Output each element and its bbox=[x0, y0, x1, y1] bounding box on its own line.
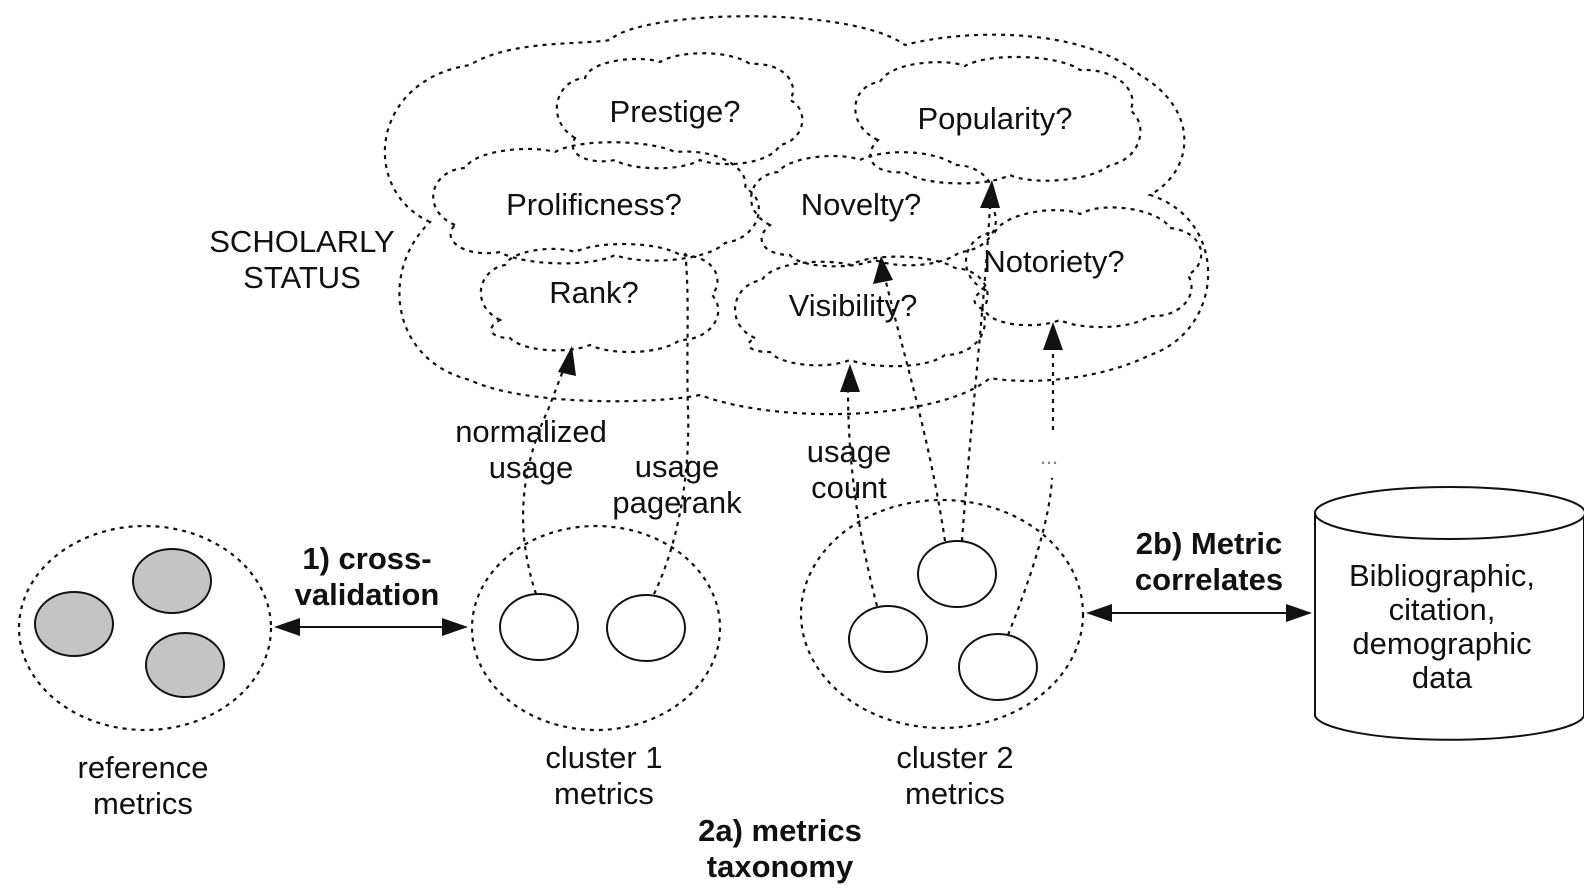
visibility-arrowhead bbox=[840, 364, 860, 392]
usage-pagerank-label-line1: usage bbox=[635, 449, 719, 484]
ellipsis-lower-connector bbox=[1006, 477, 1054, 636]
reference-metrics-cluster bbox=[17, 524, 273, 732]
visibility-label: Visibility? bbox=[789, 288, 918, 323]
normalized-usage-connector bbox=[521, 367, 566, 595]
database-label-line2: citation, bbox=[1389, 592, 1496, 627]
usage-count-label-line2: count bbox=[811, 470, 887, 505]
visibility-cloud bbox=[733, 255, 989, 368]
novelty-arrowhead bbox=[873, 256, 893, 284]
cross-validation-arrowhead-left bbox=[274, 618, 300, 636]
notoriety-label: Notoriety? bbox=[983, 244, 1124, 279]
usage-count-label-line1: usage bbox=[807, 434, 891, 469]
database-cylinder bbox=[1314, 486, 1584, 741]
metrics-taxonomy-label-line2: taxonomy bbox=[707, 849, 854, 884]
metric-correlates-label-line2: correlates bbox=[1135, 562, 1283, 597]
metrics-taxonomy-label-line1: 2a) metrics bbox=[698, 813, 862, 848]
database-label-line1: Bibliographic, bbox=[1349, 558, 1535, 593]
cluster2-metric bbox=[917, 540, 997, 608]
cluster1-metric bbox=[499, 593, 579, 661]
popularity-arrowhead bbox=[980, 180, 1000, 208]
cluster2-novelty-connector bbox=[884, 281, 947, 542]
metric-correlates-arrowhead-right bbox=[1286, 604, 1312, 622]
cluster2-label-line1: cluster 2 bbox=[896, 740, 1013, 775]
cluster1-metrics-cluster bbox=[470, 524, 722, 732]
cross-validation-label-line1: 1) cross- bbox=[302, 541, 431, 576]
cluster2-metric bbox=[848, 605, 928, 673]
scholarly-status-label-line2: STATUS bbox=[243, 260, 361, 295]
usage-count-connector bbox=[846, 389, 879, 607]
prolificness-label: Prolificness? bbox=[506, 187, 682, 222]
usage-pagerank-connector bbox=[653, 249, 690, 595]
cross-validation-arrowhead-right bbox=[442, 618, 468, 636]
cross-validation-label-line2: validation bbox=[295, 577, 440, 612]
notoriety-arrowhead bbox=[1043, 322, 1063, 350]
metric-correlates-label-line1: 2b) Metric bbox=[1136, 526, 1282, 561]
novelty-label: Novelty? bbox=[801, 187, 922, 222]
rank-arrowhead bbox=[558, 346, 576, 376]
prolificness-cloud bbox=[432, 141, 760, 265]
normalized-usage-label-line1: normalized bbox=[455, 414, 607, 449]
cluster2-metrics-cluster bbox=[799, 498, 1085, 730]
prestige-cloud bbox=[555, 52, 804, 170]
metric-correlates-arrowhead-left bbox=[1086, 604, 1112, 622]
cluster1-metric bbox=[606, 594, 686, 662]
scholarly-status-cloud bbox=[383, 15, 1210, 416]
database-label-line4: data bbox=[1412, 660, 1473, 695]
cluster1-label-line1: cluster 1 bbox=[545, 740, 662, 775]
prestige-label: Prestige? bbox=[610, 94, 741, 129]
rank-cloud bbox=[479, 242, 720, 353]
popularity-label: Popularity? bbox=[917, 101, 1072, 136]
popularity-cloud bbox=[854, 55, 1142, 185]
cluster1-label-line2: metrics bbox=[554, 776, 654, 811]
usage-pagerank-label-line2: pagerank bbox=[612, 485, 742, 520]
ellipsis-label: ... bbox=[1040, 444, 1058, 469]
cluster2-metric bbox=[958, 633, 1038, 701]
reference-metrics-label-line2: metrics bbox=[93, 786, 193, 821]
rank-label: Rank? bbox=[549, 275, 639, 310]
reference-metric bbox=[34, 591, 114, 657]
reference-metrics-label-line1: reference bbox=[78, 750, 209, 785]
database-label-line3: demographic bbox=[1352, 626, 1531, 661]
reference-metric bbox=[145, 632, 225, 698]
normalized-usage-label-line2: usage bbox=[489, 450, 573, 485]
cluster2-popularity-connector bbox=[960, 204, 992, 542]
reference-metric bbox=[132, 548, 212, 614]
scholarly-status-label-line1: SCHOLARLY bbox=[209, 224, 395, 259]
cluster2-label-line2: metrics bbox=[905, 776, 1005, 811]
